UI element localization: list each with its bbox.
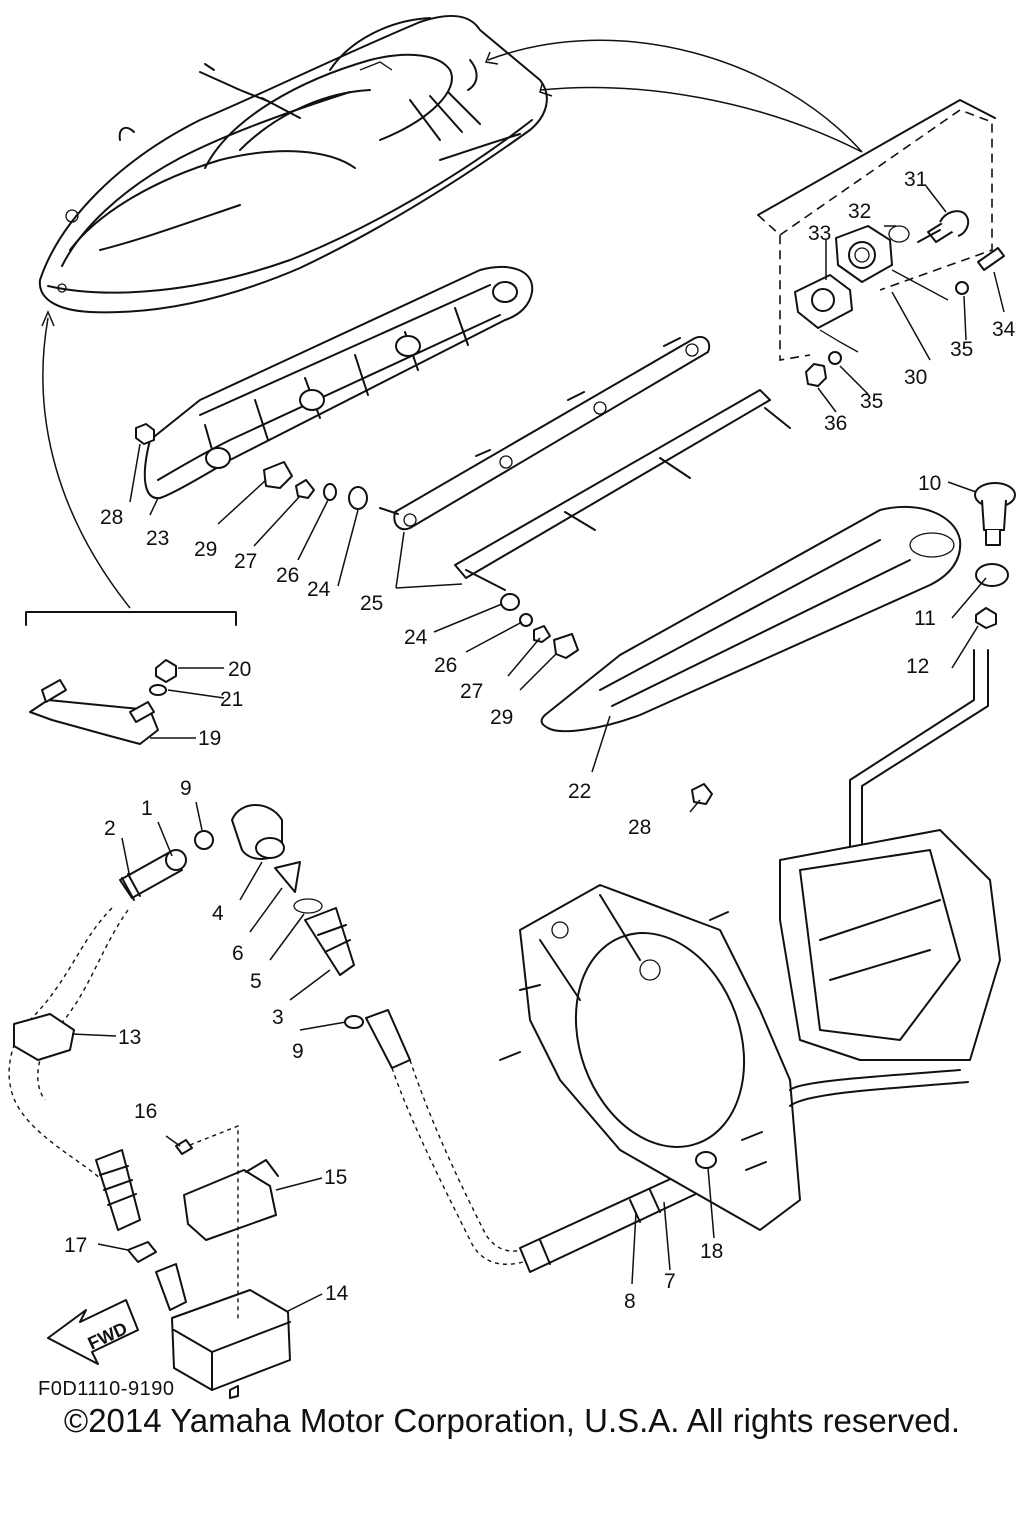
copyright-notice: ©2014 Yamaha Motor Corporation, U.S.A. A… [63,1402,961,1439]
callout-11: 11 [914,607,936,630]
water-box-assembly [127,1124,291,1399]
intake-grate-left [143,266,534,500]
callout-26-upper: 26 [276,564,299,587]
callout-14: 14 [325,1282,349,1305]
figure-code: F0D1110-9190 [38,1378,175,1400]
callout-2: 2 [104,817,116,840]
callout-5: 5 [250,970,262,993]
hose-assembly [8,804,364,1231]
callout-36: 36 [824,412,847,435]
mounting-plate-upper [379,336,711,531]
callout-29-lower: 29 [490,706,513,729]
hardware-small-parts [135,423,713,805]
callout-26-lower: 26 [434,654,457,677]
callout-21: 21 [220,688,243,711]
callout-17: 17 [64,1234,87,1257]
fwd-arrow-icon: FWD [47,1299,139,1365]
drain-plug-inset [757,99,1005,387]
callout-leaders [71,185,1005,1313]
mounting-plate-lower [454,389,791,591]
watercraft-illustration [38,14,548,314]
parts-diagram: FWD [8,14,1016,1399]
callout-33: 33 [808,222,831,245]
callout-12: 12 [906,655,929,678]
callout-20: 20 [228,658,251,681]
callout-28-lower: 28 [628,816,651,839]
callout-9-lower: 9 [292,1040,304,1063]
callout-27-upper: 27 [234,550,257,573]
callout-32: 32 [848,200,871,223]
hull-leader-arrow-right [487,39,863,153]
callout-23: 23 [146,527,169,550]
callout-16: 16 [134,1100,157,1123]
callout-15: 15 [324,1166,347,1189]
callout-8: 8 [624,1290,636,1313]
callout-7: 7 [664,1270,676,1293]
callout-13: 13 [118,1026,141,1049]
callout-34: 34 [992,318,1016,341]
bracket-inset [25,611,237,745]
callout-25: 25 [360,592,383,615]
intake-grate-right [540,505,962,733]
hull-leader-arrow-left [42,317,131,609]
callout-9-upper: 9 [180,777,192,800]
callout-24-upper: 24 [307,578,331,601]
callout-35-right: 35 [950,338,973,361]
callout-28-upper: 28 [100,506,123,529]
callout-labels: 1 2 3 4 5 6 7 8 9 9 10 11 12 13 14 15 16… [64,168,1016,1313]
callout-6: 6 [232,942,244,965]
callout-30: 30 [904,366,927,389]
callout-22: 22 [568,780,591,803]
callout-31: 31 [904,168,927,191]
callout-35-left: 35 [860,390,883,413]
callout-10: 10 [918,472,941,495]
callout-29-upper: 29 [194,538,217,561]
callout-1: 1 [141,797,153,820]
jet-pump-housing [499,829,1001,1231]
callout-24-lower: 24 [404,626,428,649]
outlet-hose [365,1009,701,1273]
callout-4: 4 [212,902,224,925]
callout-27-lower: 27 [460,680,483,703]
callout-19: 19 [198,727,221,750]
callout-18: 18 [700,1240,723,1263]
callout-3: 3 [272,1006,284,1029]
